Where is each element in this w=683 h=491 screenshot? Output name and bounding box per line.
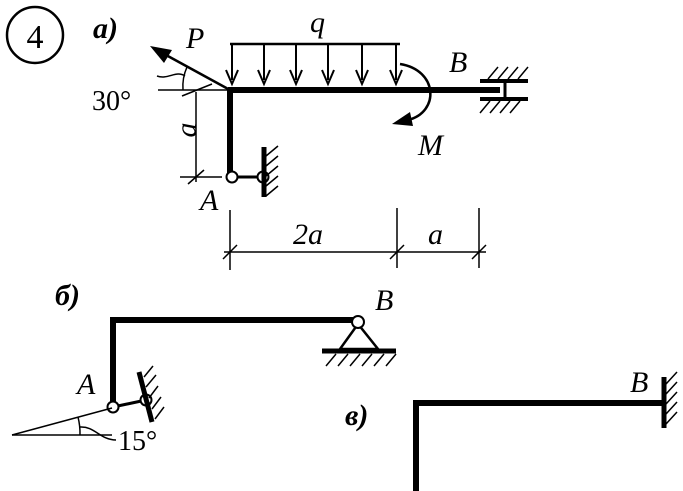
part-a-label: а): [93, 12, 118, 45]
point-b-label-b: B: [375, 284, 393, 317]
point-b-label-a: B: [449, 46, 467, 79]
support-b-sleeve: [479, 66, 529, 114]
angle-30-label: 30°: [92, 86, 131, 117]
height-a-label: a: [170, 123, 203, 138]
horizontal-dimensions: [222, 208, 487, 270]
problem-number: 4: [27, 19, 44, 56]
load-q-label: q: [310, 6, 325, 39]
force-p-label: P: [185, 22, 204, 55]
part-c-label: в): [345, 399, 368, 432]
part-c-diagram: в) B: [345, 366, 678, 491]
distributed-load: [225, 42, 403, 87]
moment-m-label: M: [417, 129, 445, 162]
force-p-arrow: [150, 46, 231, 92]
support-a-link: [225, 145, 279, 197]
angle-15-label: 15°: [118, 426, 157, 457]
part-b-label: б): [55, 279, 80, 312]
problem-number-badge: 4: [5, 5, 65, 65]
point-a-label-a: A: [198, 184, 219, 217]
point-b-label-c: B: [630, 366, 648, 399]
height-dim-tick-top: [181, 83, 213, 97]
support-a-inclined-link: [106, 365, 165, 423]
point-a-label-b: A: [75, 368, 96, 401]
support-b-fixed-wall: [661, 371, 678, 428]
angle-30-marker: [156, 66, 228, 91]
part-a-diagram: а) q P 30: [92, 6, 529, 270]
part-b-diagram: б) B A: [11, 279, 397, 457]
support-b-pin: [322, 315, 397, 367]
moment-m-arrow: [392, 62, 432, 126]
dim-2a-label: 2a: [293, 218, 323, 251]
angle-15-marker: [11, 407, 117, 441]
height-dimension: [180, 92, 222, 185]
dim-a-label: a: [428, 218, 443, 251]
